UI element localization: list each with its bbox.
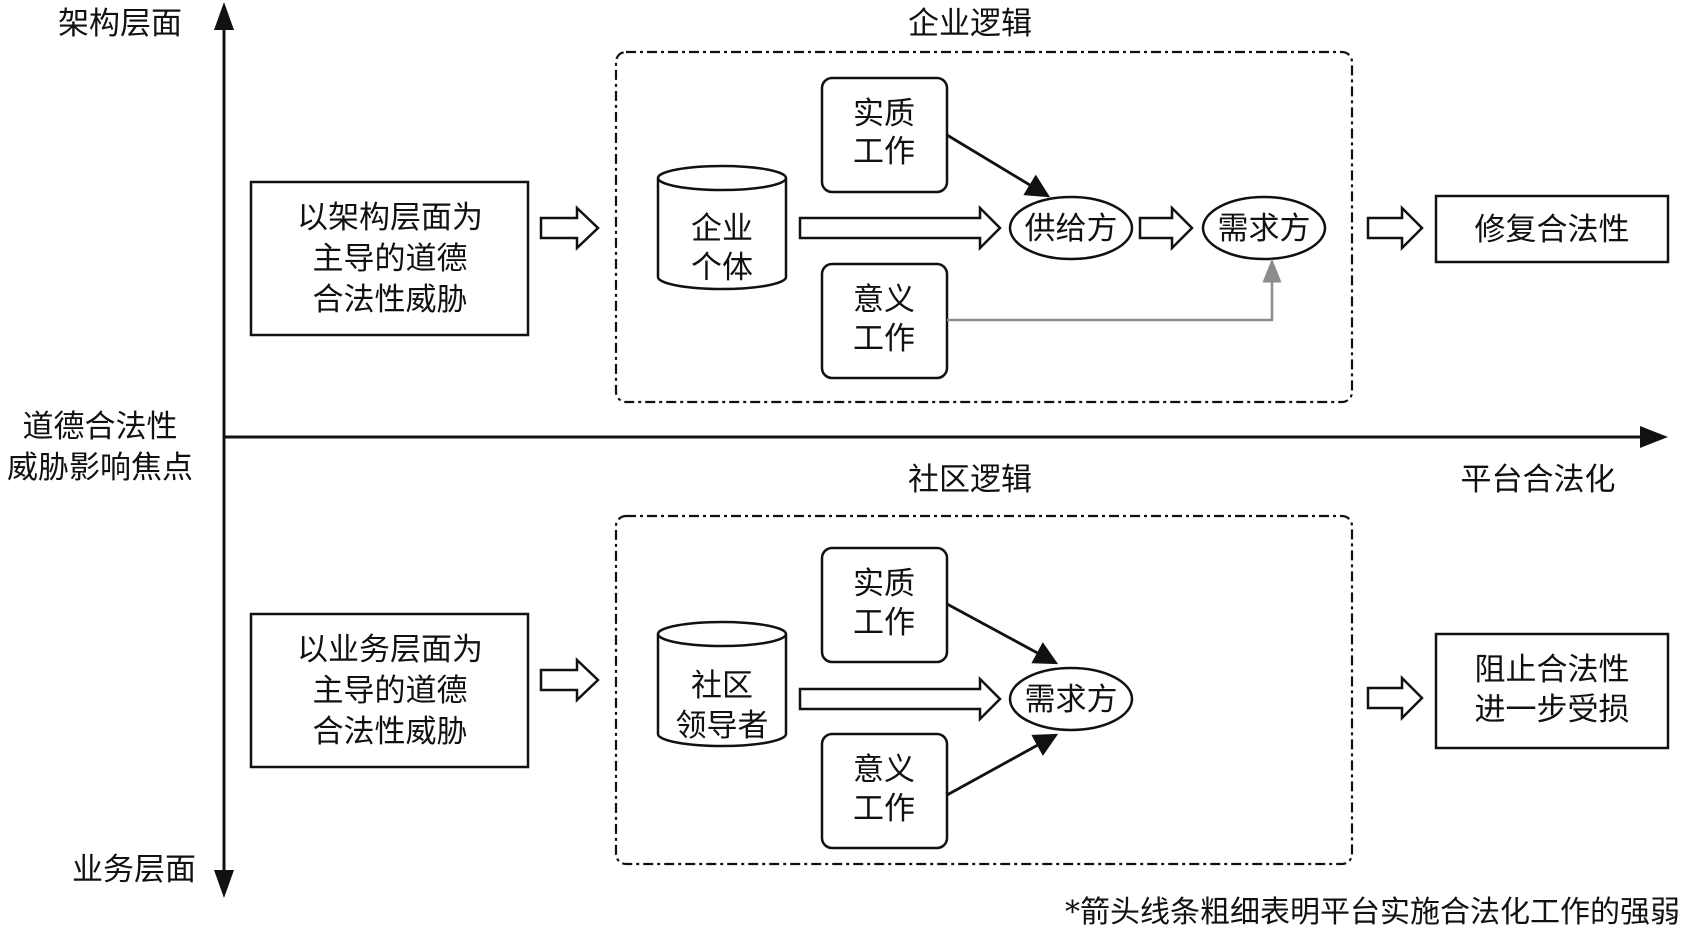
bottom-demander-node: 需求方: [1008, 666, 1134, 732]
top-substantive-to-supplier-arrow: [946, 133, 1051, 198]
bottom-symbolic-line1: 意义: [853, 752, 915, 788]
top-threat-to-logic-arrow: [539, 205, 600, 251]
top-supplier-label: 供给方: [1025, 211, 1118, 247]
y-axis-bottom-label: 业务层面: [72, 852, 196, 888]
top-logic-frame: [614, 50, 1354, 404]
bottom-outcome-line1: 阻止合法性: [1475, 652, 1630, 688]
top-logic-to-outcome-arrow: [1366, 204, 1424, 252]
bottom-actor-to-demander-arrow: [798, 675, 1002, 723]
bottom-actor-cylinder: 社区 领导者: [656, 620, 788, 748]
bottom-threat-line1: 以业务层面为: [297, 632, 483, 668]
bottom-substantive-to-demander-arrow: [946, 602, 1059, 665]
bottom-symbolic-to-demander-arrow: [946, 733, 1059, 797]
top-actor-cylinder: 企业 个体: [656, 164, 788, 291]
footnote: *箭头线条粗细表明平台实施合法化工作的强弱: [1065, 895, 1680, 930]
top-substantive-work-box: 实质 工作: [820, 76, 949, 194]
bottom-substantive-line1: 实质: [853, 566, 915, 602]
top-symbolic-line2: 工作: [853, 321, 915, 357]
top-actor-line2: 个体: [691, 250, 753, 286]
bottom-logic-title: 社区逻辑: [908, 462, 1032, 498]
bottom-symbolic-work-box: 意义 工作: [820, 732, 949, 850]
top-actor-line1: 企业: [691, 211, 753, 247]
top-substantive-line1: 实质: [853, 96, 915, 132]
x-axis-title: 平台合法化: [1461, 462, 1616, 498]
bottom-actor-line2: 领导者: [676, 708, 769, 744]
top-actor-to-supplier-arrow: [798, 204, 1002, 252]
top-symbolic-work-box: 意义 工作: [820, 262, 949, 380]
bottom-actor-line1: 社区: [691, 668, 753, 704]
top-supplier-node: 供给方: [1008, 195, 1134, 261]
top-supplier-to-demander-arrow: [1138, 204, 1194, 252]
bottom-logic-frame: [614, 514, 1354, 866]
top-symbolic-line1: 意义: [853, 282, 915, 318]
bottom-threat-to-logic-arrow: [539, 657, 600, 703]
top-symbolic-to-demander-arrow: [947, 258, 1282, 322]
top-substantive-line2: 工作: [853, 134, 915, 170]
top-outcome-label: 修复合法性: [1475, 212, 1630, 248]
top-outcome-box: 修复合法性: [1434, 194, 1670, 264]
top-demander-label: 需求方: [1218, 211, 1311, 247]
top-threat-box: 以架构层面为 主导的道德 合法性威胁: [249, 180, 530, 337]
horizontal-axis: [224, 426, 1668, 448]
bottom-outcome-box: 阻止合法性 进一步受损: [1434, 632, 1670, 750]
top-threat-line3: 合法性威胁: [313, 282, 468, 318]
bottom-substantive-line2: 工作: [853, 605, 915, 641]
bottom-symbolic-line2: 工作: [853, 791, 915, 827]
bottom-substantive-work-box: 实质 工作: [820, 546, 949, 664]
vertical-axis: [214, 2, 234, 898]
bottom-outcome-line2: 进一步受损: [1475, 692, 1630, 728]
bottom-threat-line2: 主导的道德: [313, 673, 468, 709]
top-logic-title: 企业逻辑: [908, 6, 1032, 42]
top-threat-line2: 主导的道德: [313, 241, 468, 277]
top-demander-node: 需求方: [1201, 195, 1327, 261]
bottom-logic-to-outcome-arrow: [1366, 674, 1424, 722]
bottom-threat-box: 以业务层面为 主导的道德 合法性威胁: [249, 612, 530, 769]
bottom-demander-label: 需求方: [1025, 682, 1118, 718]
y-axis-top-label: 架构层面: [58, 6, 182, 42]
y-axis-title-line2: 威胁影响焦点: [7, 450, 193, 486]
top-threat-line1: 以架构层面为: [297, 200, 483, 236]
bottom-threat-line3: 合法性威胁: [313, 714, 468, 750]
y-axis-title-line1: 道德合法性: [23, 409, 178, 445]
